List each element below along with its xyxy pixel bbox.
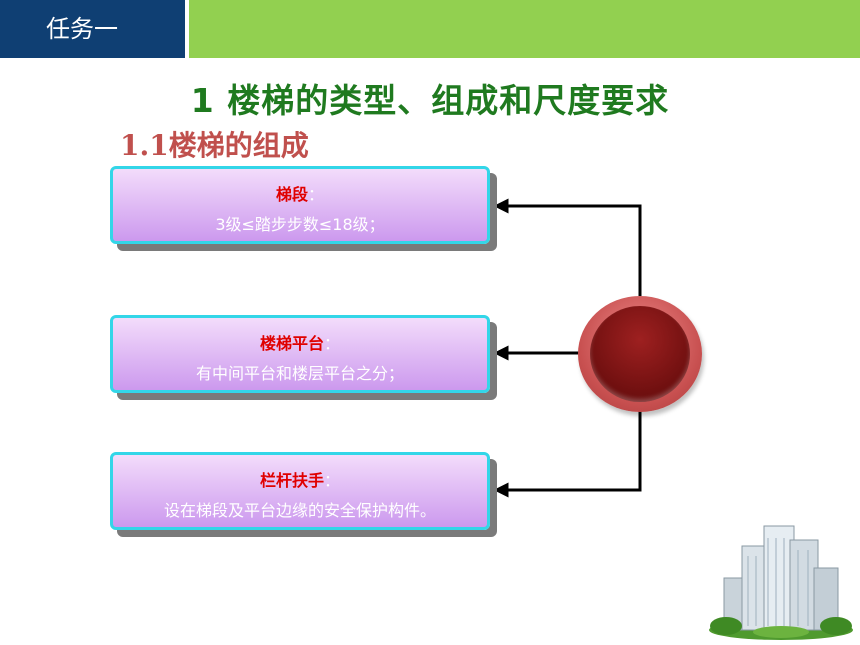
card-heading: 栏杆扶手 bbox=[259, 471, 324, 490]
circle-button-icon bbox=[578, 296, 702, 412]
card-description: 有中间平台和楼层平台之分； bbox=[195, 364, 404, 383]
component-card-flight: 梯段： 3级≤踏步步数≤18级； bbox=[110, 166, 490, 244]
card-description: 设在梯段及平台边缘的安全保护构件。 bbox=[163, 501, 436, 520]
card-description: 3级≤踏步步数≤18级； bbox=[215, 215, 385, 234]
connector-to-railing bbox=[493, 410, 642, 498]
header-separator bbox=[185, 0, 189, 58]
card-colon: ： bbox=[324, 471, 341, 490]
component-card-railing: 栏杆扶手： 设在梯段及平台边缘的安全保护构件。 bbox=[110, 452, 490, 530]
page-title: 1 楼梯的类型、组成和尺度要求 bbox=[190, 81, 670, 120]
buildings-icon bbox=[709, 525, 853, 640]
card-heading: 梯段 bbox=[275, 185, 308, 204]
card-heading: 楼梯平台 bbox=[259, 334, 324, 353]
card-colon: ： bbox=[308, 185, 325, 204]
header-green-band bbox=[189, 0, 860, 58]
section-subtitle: 1.1楼梯的组成 bbox=[120, 129, 309, 162]
connector-to-flight bbox=[493, 198, 642, 296]
circle-button-inner bbox=[590, 306, 690, 402]
card-colon: ： bbox=[324, 334, 341, 353]
header-tab: 任务一 bbox=[0, 0, 185, 58]
component-card-landing: 楼梯平台： 有中间平台和楼层平台之分； bbox=[110, 315, 490, 393]
header-bar: 任务一 bbox=[0, 0, 860, 58]
